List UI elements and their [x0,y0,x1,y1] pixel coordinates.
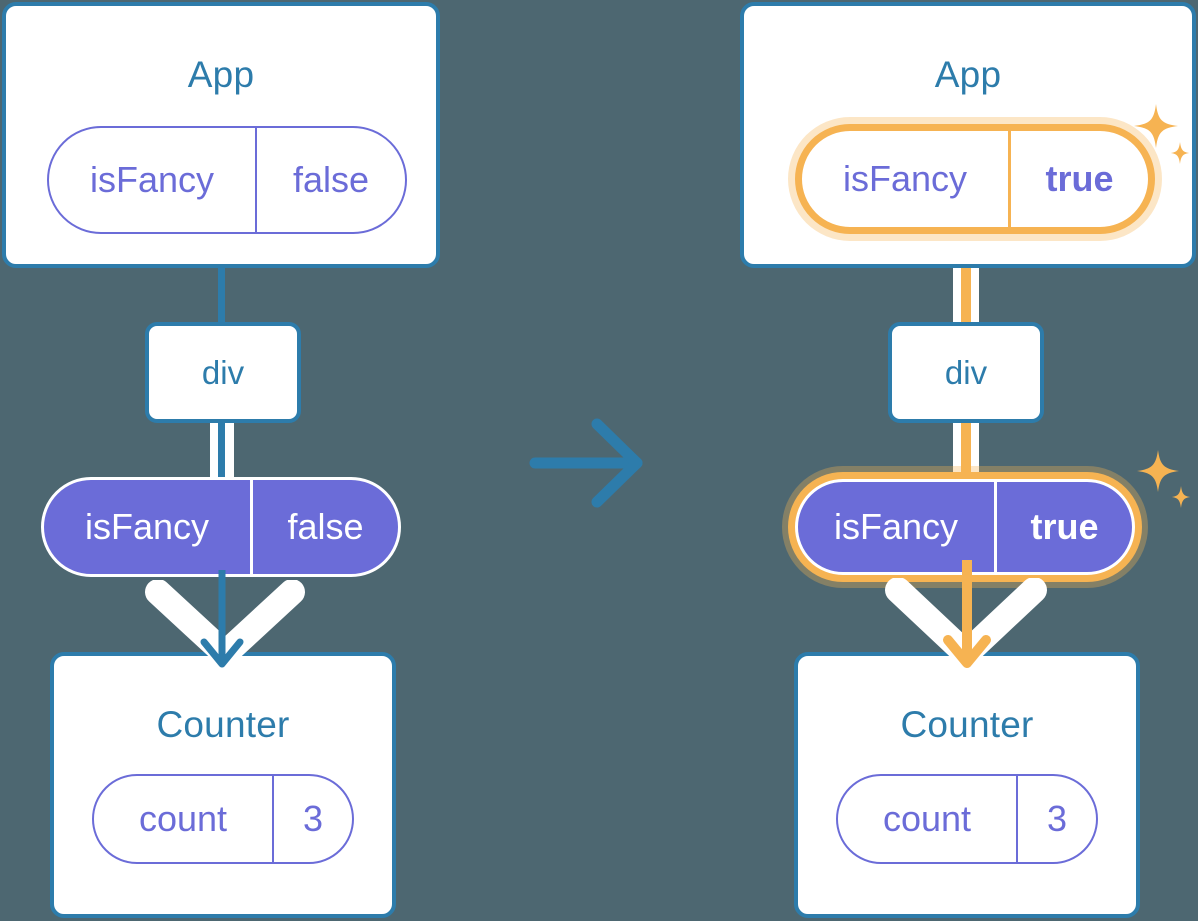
app-component-box-before: App isFancy false [2,2,440,268]
counter-state-key-before: count [138,798,228,839]
app-title-before: App [187,54,255,95]
app-state-pill-after: isFancy true [795,124,1155,234]
prop-pill-value-before: false [250,480,398,574]
app-state-value-before: false [255,128,405,232]
connector-div-to-pill-before [218,420,225,490]
prop-pill-key-after: isFancy [833,506,959,547]
prop-pill-value-after: true [994,482,1132,572]
app-title-after: App [934,54,1002,95]
sparkle-icon-app-after [1134,104,1189,164]
counter-component-box-before: Counter count 3 [50,652,396,918]
connector-app-to-div-before [218,262,225,322]
connector-app-to-div-after [961,218,971,326]
arrow-pill-to-counter-before [200,570,244,668]
counter-title-after: Counter [900,704,1034,745]
sparkle-icon-pill-after [1137,450,1190,508]
app-component-box-after: App isFancy true [740,2,1196,268]
div-label-before: div [201,353,245,391]
counter-state-value-before: 3 [272,776,352,862]
app-state-value-after: true [1008,131,1148,227]
prop-pill-after: isFancy true [795,479,1135,575]
app-state-key-before: isFancy [89,159,215,200]
div-node-before: div [145,322,301,423]
counter-component-box-after: Counter count 3 [794,652,1140,918]
counter-state-value-after: 3 [1016,776,1096,862]
counter-state-pill-after: count 3 [836,774,1098,864]
div-node-after: div [888,322,1044,423]
counter-title-before: Counter [156,704,290,745]
prop-pill-key-before: isFancy [84,506,210,547]
arrow-pill-to-counter-after [943,560,991,668]
prop-pill-before: isFancy false [41,477,401,577]
app-state-pill-before: isFancy false [47,126,407,234]
app-state-key-after: isFancy [842,158,968,199]
counter-state-key-after: count [882,798,972,839]
connector-div-to-pill-after [961,420,971,490]
div-label-after: div [944,353,988,391]
counter-state-pill-before: count 3 [92,774,354,864]
transition-arrow-icon [529,418,643,508]
